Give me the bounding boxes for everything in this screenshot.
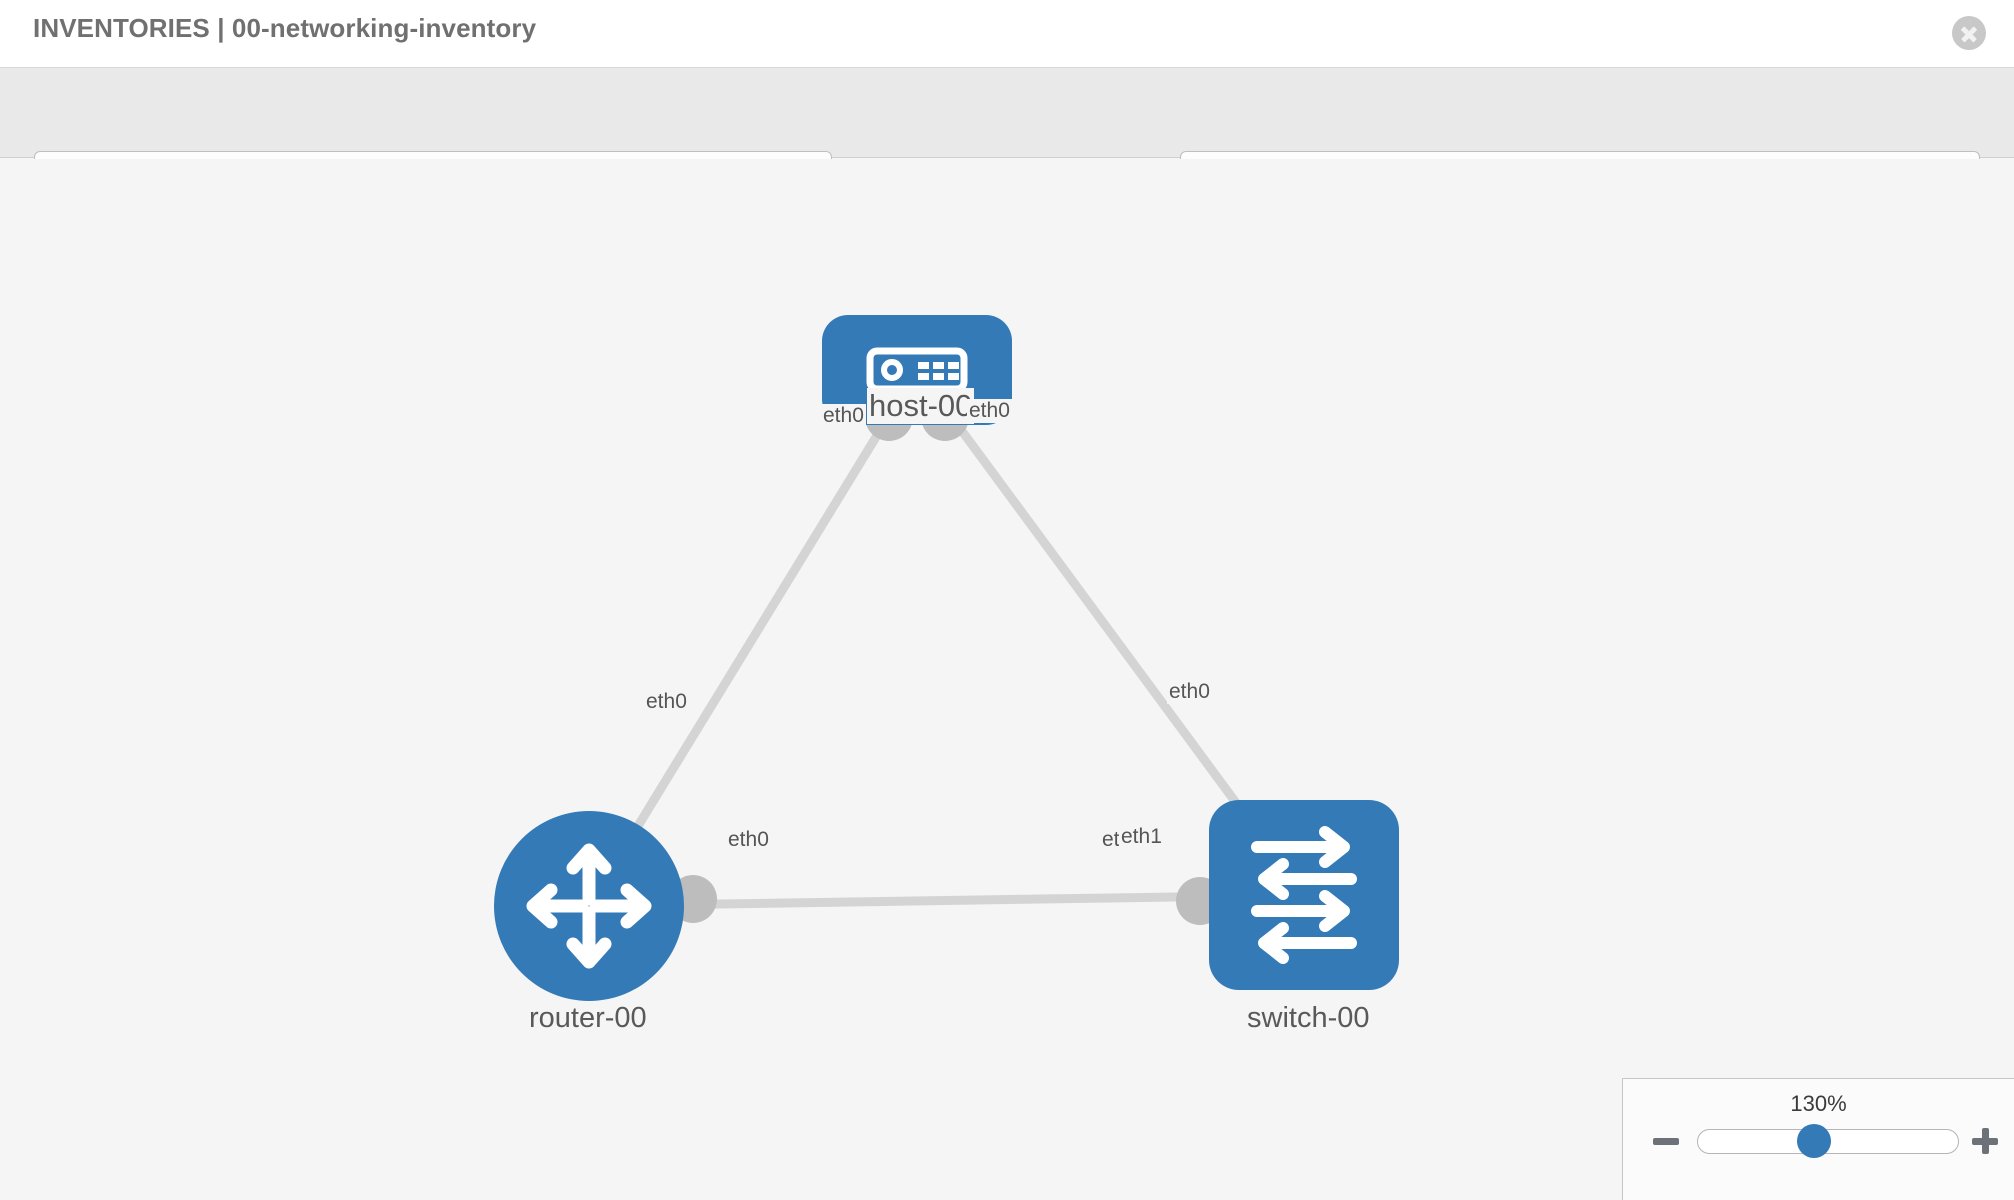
node-router-00[interactable] [494,811,684,1001]
node-switch-00[interactable] [1209,800,1399,990]
edge-label-switch-router: eth1 [1119,825,1164,849]
node-label-router-00: router-00 [527,1002,649,1035]
edge-label-host-switch: eth0 [967,399,1012,423]
topology-links [585,367,1308,911]
node-label-host-00: host-00 [867,388,975,424]
zoom-in-button[interactable] [1972,1128,1998,1154]
router-arrows-icon [526,843,652,969]
zoom-slider-thumb[interactable] [1797,1124,1831,1158]
page-header: INVENTORIES | 00-networking-inventory [0,0,2014,68]
edge-label-router-host: eth0 [644,690,689,714]
zoom-control-panel: 130% [1622,1078,2014,1200]
edge-label-host-router: eth0 [821,404,866,428]
node-label-switch-00: switch-00 [1245,1002,1372,1035]
edge-label-router-switch: eth0 [726,828,771,852]
zoom-out-button[interactable] [1653,1138,1679,1145]
edge-label-switch-host: eth0 [1167,680,1212,704]
zoom-level-value: 130% [1790,1091,1847,1116]
topology-canvas[interactable]: host-00 router-00 [0,159,2014,1200]
toolbar: ACTIONS SEARCH [0,68,2014,208]
close-icon[interactable] [1952,16,1986,50]
switch-arrows-icon [1251,826,1357,964]
page-title: INVENTORIES | 00-networking-inventory [33,13,537,43]
link-host-router [585,367,921,909]
